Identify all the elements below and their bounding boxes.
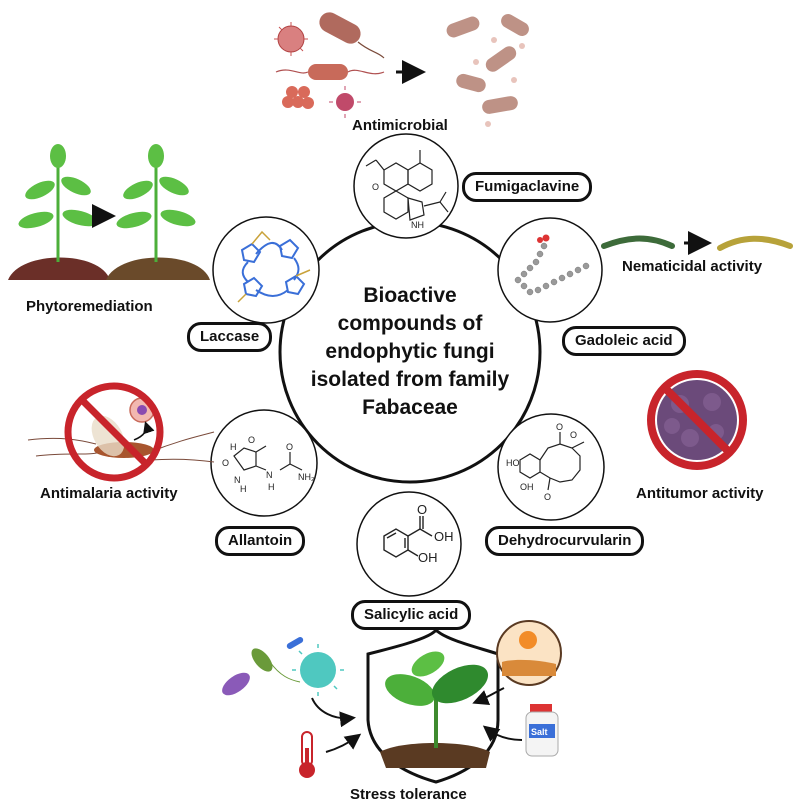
stress-tolerance-label: Stress tolerance <box>350 786 467 803</box>
salicylic-label: Salicylic acid <box>351 600 472 630</box>
svg-text:O: O <box>222 458 229 468</box>
phytoremediation-label: Phytoremediation <box>26 298 153 315</box>
antitumor-illustration <box>647 370 747 470</box>
svg-text:O: O <box>417 502 427 517</box>
laccase-label: Laccase <box>187 322 273 352</box>
svg-text:H: H <box>230 442 237 452</box>
center-line-4: isolated from family <box>310 368 510 391</box>
antimalaria-label: Antimalaria activity <box>40 485 178 502</box>
allantoin-circle: O O H N H N H O NH₂ <box>210 409 318 517</box>
salicylic-circle: O OH OH <box>356 491 462 597</box>
fumigaclavine-circle: NH O <box>353 133 459 239</box>
svg-text:NH: NH <box>411 220 424 230</box>
fumigaclavine-label: Fumigaclavine <box>462 172 593 202</box>
svg-text:O: O <box>556 422 563 432</box>
svg-text:NH₂: NH₂ <box>298 472 315 482</box>
svg-text:O: O <box>286 442 293 452</box>
svg-text:OH: OH <box>434 529 454 544</box>
phytoremediation-illustration <box>8 144 210 280</box>
center-line-3: endophytic fungi <box>325 340 495 363</box>
svg-text:O: O <box>570 430 577 440</box>
gadoleic-circle <box>497 217 603 323</box>
antitumor-label: Antitumor activity <box>636 485 764 502</box>
nematicidal-illustration <box>601 231 793 255</box>
center-line-2: compounds of <box>337 312 483 335</box>
svg-text:H: H <box>268 482 275 492</box>
svg-text:OH: OH <box>418 550 438 565</box>
laccase-circle <box>212 216 320 324</box>
antimicrobial-illustration <box>274 12 529 127</box>
center-line-5: Fabaceae <box>362 396 458 419</box>
antimicrobial-label: Antimicrobial <box>352 117 448 134</box>
stress-tolerance-illustration: Salt <box>222 620 562 784</box>
nematicidal-label: Nematicidal activity <box>622 258 763 275</box>
svg-text:O: O <box>544 492 551 502</box>
antimalaria-illustration <box>27 382 215 482</box>
svg-text:O: O <box>372 182 379 192</box>
center-title: Bioactive compounds of endophytic fungi … <box>290 282 530 422</box>
dehydrocurvularin-label: Dehydrocurvularin <box>485 526 645 556</box>
gadoleic-label: Gadoleic acid <box>562 326 686 356</box>
svg-text:OH: OH <box>520 482 534 492</box>
svg-text:Salt: Salt <box>531 727 548 737</box>
svg-text:H: H <box>240 484 247 494</box>
svg-text:O: O <box>248 435 255 445</box>
svg-text:N: N <box>234 475 241 485</box>
svg-text:N: N <box>266 470 273 480</box>
allantoin-label: Allantoin <box>215 526 306 556</box>
center-line-1: Bioactive <box>363 284 457 307</box>
svg-text:HO: HO <box>506 458 520 468</box>
dehydrocurvularin-circle: HO OH O O O <box>497 413 605 521</box>
